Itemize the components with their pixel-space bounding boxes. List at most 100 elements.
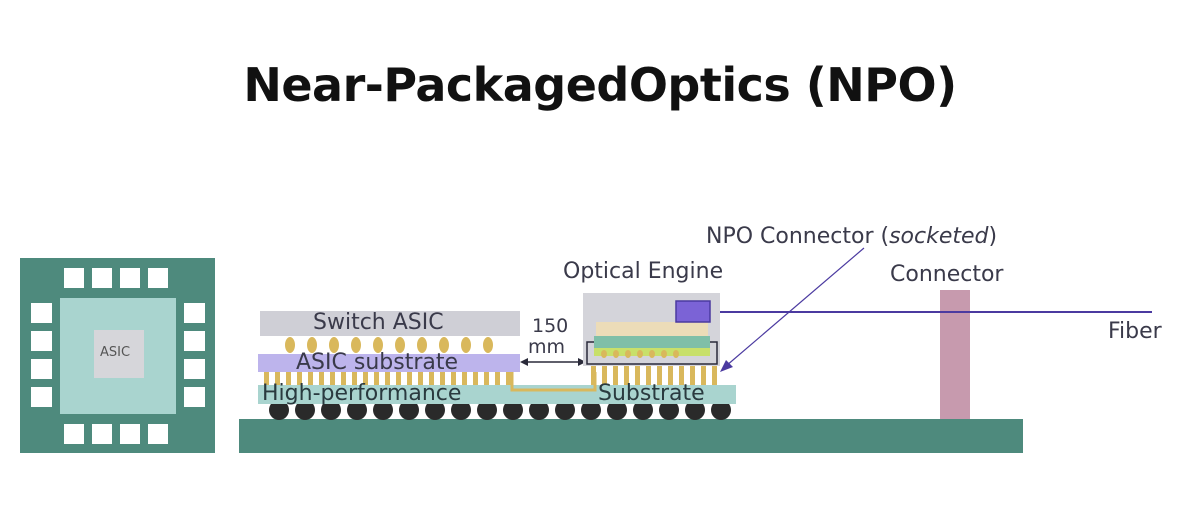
bump bbox=[613, 350, 619, 358]
solder-ball bbox=[607, 400, 627, 420]
npo-pointer-line bbox=[725, 247, 865, 367]
bump bbox=[601, 350, 607, 358]
pad bbox=[120, 268, 140, 288]
pin bbox=[506, 372, 511, 385]
connector-post bbox=[940, 290, 970, 419]
pin bbox=[264, 372, 269, 385]
pad bbox=[184, 303, 205, 323]
bump bbox=[417, 337, 427, 353]
pin bbox=[495, 372, 500, 385]
npo-connector-label: NPO Connector (socketed) bbox=[706, 226, 997, 248]
distance-arrow bbox=[520, 358, 586, 366]
pin bbox=[679, 366, 684, 385]
optical-engine-label: Optical Engine bbox=[563, 259, 724, 284]
package-pads bbox=[31, 268, 205, 444]
asic-pins bbox=[264, 372, 511, 385]
npo-connector-text: NPO Connector ( bbox=[706, 224, 890, 249]
pad bbox=[92, 268, 112, 288]
pin bbox=[407, 372, 412, 385]
pad bbox=[31, 303, 52, 323]
solder-ball bbox=[685, 400, 705, 420]
pin bbox=[613, 366, 618, 385]
pin bbox=[440, 372, 445, 385]
package-top-view bbox=[20, 258, 215, 453]
pin bbox=[473, 372, 478, 385]
bump bbox=[329, 337, 339, 353]
pin bbox=[385, 372, 390, 385]
pin bbox=[462, 372, 467, 385]
asic-die bbox=[94, 330, 144, 378]
pad bbox=[120, 424, 140, 444]
pin bbox=[701, 366, 706, 385]
solder-ball bbox=[477, 400, 497, 420]
solder-ball bbox=[269, 400, 289, 420]
npo-connector-italic: socketed bbox=[889, 224, 989, 249]
bump bbox=[649, 350, 655, 358]
solder-ball bbox=[373, 400, 393, 420]
solder-ball bbox=[659, 400, 679, 420]
bump bbox=[461, 337, 471, 353]
pin bbox=[374, 372, 379, 385]
pad bbox=[31, 359, 52, 379]
pin bbox=[330, 372, 335, 385]
page-title: Near-PackagedOptics (NPO) bbox=[243, 58, 957, 112]
bump bbox=[373, 337, 383, 353]
pad bbox=[31, 387, 52, 407]
pad bbox=[64, 268, 84, 288]
pin bbox=[396, 372, 401, 385]
pin bbox=[352, 372, 357, 385]
arrow-head-right bbox=[578, 358, 586, 366]
bump bbox=[625, 350, 631, 358]
solder-ball bbox=[399, 400, 419, 420]
distance-unit-label: mm bbox=[528, 336, 566, 358]
pin bbox=[712, 366, 717, 385]
bump bbox=[439, 337, 449, 353]
asic-substrate-label: ASIC substrate bbox=[296, 350, 459, 375]
pin bbox=[341, 372, 346, 385]
fiber-label: Fiber bbox=[1108, 319, 1162, 344]
pin bbox=[602, 366, 607, 385]
pin bbox=[591, 366, 596, 385]
high-performance-substrate bbox=[258, 385, 736, 404]
pin bbox=[646, 366, 651, 385]
bump bbox=[673, 350, 679, 358]
solder-ball bbox=[633, 400, 653, 420]
solder-ball bbox=[555, 400, 575, 420]
oe-cream-layer bbox=[596, 322, 708, 336]
pin bbox=[635, 366, 640, 385]
bump bbox=[307, 337, 317, 353]
pad bbox=[64, 424, 84, 444]
bump bbox=[395, 337, 405, 353]
bump bbox=[351, 337, 361, 353]
solder-ball bbox=[347, 400, 367, 420]
distance-value-label: 150 bbox=[532, 315, 569, 337]
arrow-head-left bbox=[520, 358, 528, 366]
pin bbox=[418, 372, 423, 385]
solder-ball bbox=[321, 400, 341, 420]
pin bbox=[690, 366, 695, 385]
npo-chip bbox=[675, 300, 711, 323]
pad bbox=[148, 424, 168, 444]
pin bbox=[429, 372, 434, 385]
pin bbox=[363, 372, 368, 385]
solder-ball bbox=[529, 400, 549, 420]
oe-green-layer bbox=[594, 336, 710, 348]
solder-ball bbox=[581, 400, 601, 420]
pin bbox=[484, 372, 489, 385]
npo-connector-end: ) bbox=[988, 224, 998, 249]
pin bbox=[451, 372, 456, 385]
pad bbox=[184, 359, 205, 379]
solder-ball bbox=[451, 400, 471, 420]
solder-ball bbox=[295, 400, 315, 420]
asic-chip-label: ASIC bbox=[100, 345, 131, 360]
oe-pins bbox=[591, 366, 717, 385]
switch-asic-die bbox=[260, 311, 520, 336]
switch-asic-label: Switch ASIC bbox=[313, 310, 444, 335]
pin bbox=[308, 372, 313, 385]
pin bbox=[286, 372, 291, 385]
asic-substrate bbox=[258, 354, 520, 372]
pad bbox=[92, 424, 112, 444]
bump bbox=[661, 350, 667, 358]
solder-balls bbox=[269, 400, 731, 420]
